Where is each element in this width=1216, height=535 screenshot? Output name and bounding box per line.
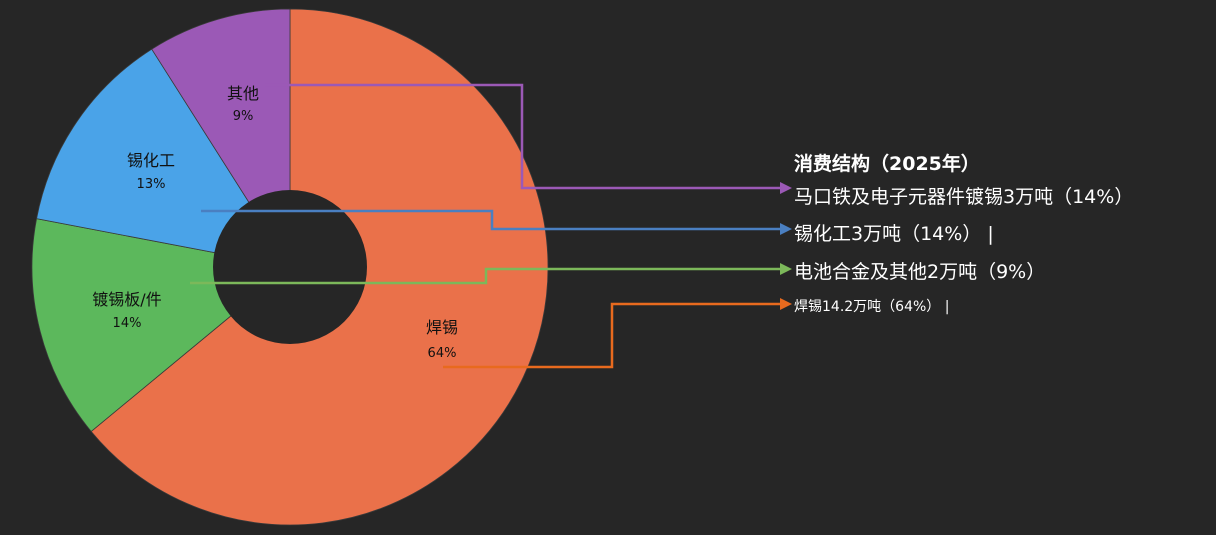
connector-chem-arrow [780,223,792,235]
legend-line-battery: 电池合金及其他2万吨（9%） [794,261,1045,283]
legend-line-tinplate: 马口铁及电子元器件镀锡3万吨（14%） [794,186,1133,208]
connector-plate [190,267,780,285]
slice-label-other: 其他 [227,84,259,103]
slice-label-plate: 镀锡板/件 [92,290,161,309]
slice-label-chem: 锡化工 [127,151,175,170]
connector-plate-arrow [780,263,792,275]
donut-hole [213,190,367,344]
legend-title: 消费结构（2025年） [794,152,980,175]
legend-line-solder: 焊锡14.2万吨（64%） | [794,299,949,315]
connector-solder [443,302,780,369]
legend-connectors [190,83,792,369]
connector-solder-arrow [780,298,792,310]
connector-other [265,83,780,190]
slice-labels: 焊锡 64% 镀锡板/件 14% 锡化工 13% 其他 9% [92,84,458,361]
slice-pct-other: 9% [233,109,254,124]
slice-chem [36,48,291,268]
connector-chem [201,209,780,231]
connector-other-arrow [780,182,792,194]
legend: 消费结构（2025年） 马口铁及电子元器件镀锡3万吨（14%） 锡化工3万吨（1… [794,152,1133,315]
slice-pct-chem: 13% [137,177,166,192]
legend-line-chem: 锡化工3万吨（14%） | [794,223,994,245]
slice-label-solder: 焊锡 [426,318,458,337]
slice-pct-plate: 14% [113,316,142,331]
slice-pct-solder: 64% [428,346,457,361]
